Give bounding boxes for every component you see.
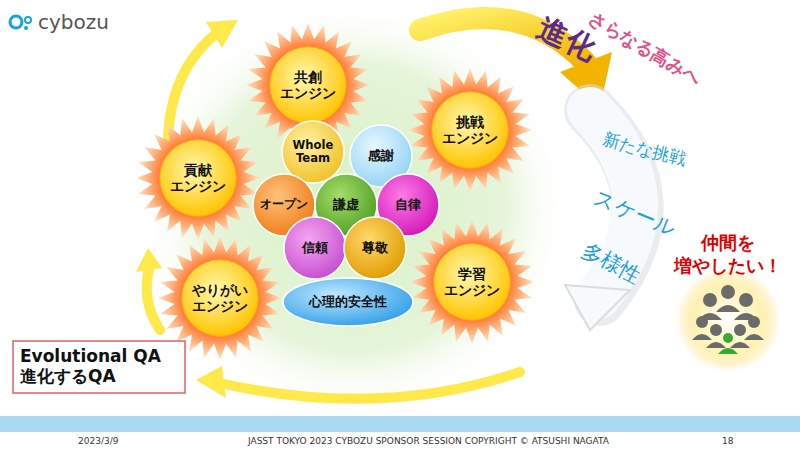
value-circle: 心理的安全性 <box>282 277 414 327</box>
growth-arrow-head <box>565 285 630 330</box>
node-text: 心理的安全性 <box>309 295 387 310</box>
people-icon <box>676 268 780 372</box>
title-box: Evolutional QA進化するQA <box>12 340 186 394</box>
node-text: 謙虚 <box>333 198 359 213</box>
node-text: 学習 エンジン <box>435 266 509 298</box>
footer-band <box>0 416 800 432</box>
footer-text: 18 <box>722 436 733 446</box>
value-circle: 尊敬 <box>343 216 407 280</box>
logo-text: cybozu <box>38 10 109 34</box>
node-text: やりがい エンジン <box>183 282 257 314</box>
node-text: 貢献 エンジン <box>161 162 235 194</box>
node-text: 信頼 <box>302 241 328 256</box>
logo-mark <box>10 16 31 30</box>
node-text: 共創 エンジン <box>271 69 345 101</box>
engine-sun: 学習 エンジン <box>410 220 534 344</box>
engine-sun: 挑戦 エンジン <box>408 68 532 192</box>
node-text: 尊敬 <box>362 241 388 256</box>
node-text: 進化するQA <box>20 367 116 387</box>
slogan-text: 仲間を 増やしたい！ <box>666 232 790 277</box>
node-text: 挑戦 エンジン <box>433 114 507 146</box>
green-field <box>140 3 570 413</box>
value-circle: 信頼 <box>283 216 347 280</box>
node-text: Whole Team <box>284 139 342 166</box>
node-text: Evolutional QA <box>20 347 161 367</box>
node-text: 感謝 <box>368 149 394 164</box>
footer-text: JASST TOKYO 2023 CYBOZU SPONSOR SESSION … <box>248 436 609 446</box>
engine-sun: 貢献 エンジン <box>136 116 260 240</box>
footer-text: 2023/3/9 <box>78 436 118 446</box>
node-text: 自律 <box>395 198 421 213</box>
node-text: オープン <box>260 198 308 212</box>
